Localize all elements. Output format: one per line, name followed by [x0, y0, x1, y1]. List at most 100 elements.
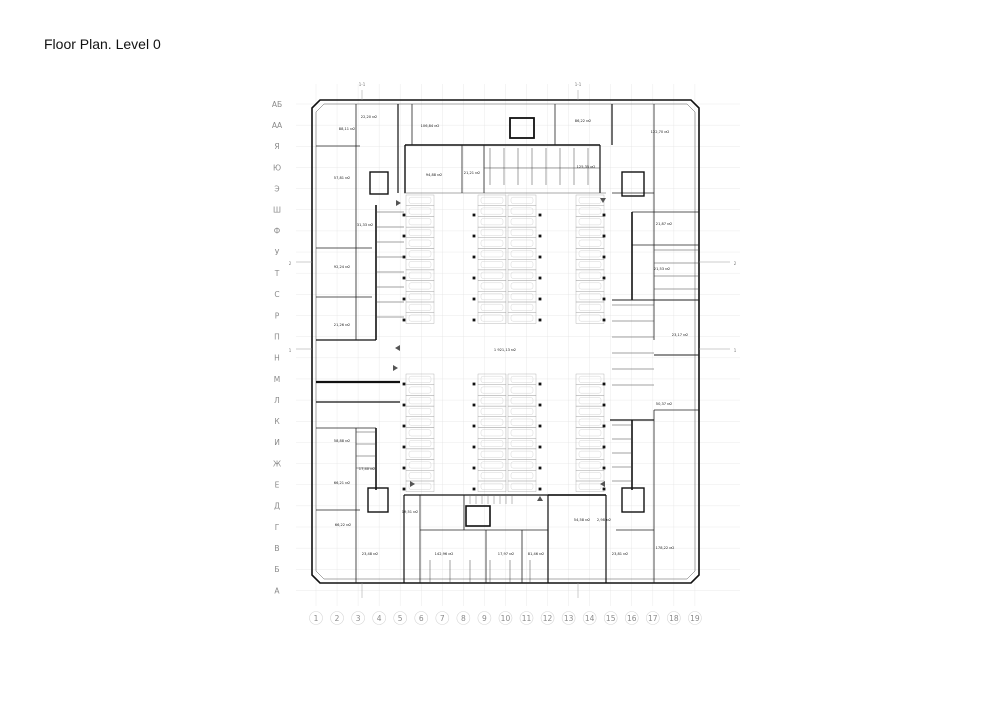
stair-core [369, 171, 389, 195]
column-axis-bubble [351, 611, 365, 625]
column-axis-bubble [414, 611, 429, 625]
ramp-arrow [600, 198, 606, 203]
row-axis-label: В [274, 544, 279, 553]
row-axis-label: АБ [272, 100, 282, 109]
room-area-label: 106,84 м2 [421, 124, 440, 128]
parking-stall [507, 416, 537, 428]
car-outline [510, 472, 534, 479]
parking-stall [507, 237, 537, 249]
car-outline [480, 397, 504, 405]
column-axis-bubble [435, 611, 450, 625]
parking-stall [575, 480, 605, 492]
parking-stall [405, 301, 435, 313]
parking-stall [477, 438, 507, 450]
parking-stall [575, 280, 605, 292]
parking-stall [575, 312, 605, 324]
structural-column [602, 255, 606, 259]
column-axis-label: 16 [627, 614, 637, 623]
structural-column [538, 445, 542, 449]
car-outline [408, 293, 432, 300]
parking-stall [405, 480, 435, 492]
structural-column [402, 445, 406, 449]
stair-core [621, 171, 645, 197]
structural-column [472, 424, 476, 428]
structural-column [472, 382, 476, 386]
column-axis-label: 17 [648, 614, 658, 623]
room-area-label: 19,51 м2 [402, 510, 418, 514]
car-outline [408, 483, 432, 490]
parking-stall [575, 194, 605, 206]
parking-stall [575, 459, 605, 471]
structural-column [538, 234, 542, 238]
row-axis-label: М [274, 375, 280, 384]
row-axis-label: Ф [274, 227, 281, 236]
car-outline [408, 207, 432, 215]
column-axis-bubble [603, 611, 618, 625]
structural-column [472, 297, 476, 301]
ramp-arrow [393, 365, 398, 371]
car-outline [578, 418, 602, 426]
car-outline [408, 239, 432, 247]
stair-core [621, 487, 645, 513]
car-outline [408, 450, 432, 458]
room-area-label: 31,33 м2 [357, 223, 373, 227]
room-area-label: 21,26 м2 [334, 323, 350, 327]
structural-column [402, 424, 406, 428]
car-outline [480, 282, 504, 290]
parking-stall [507, 248, 537, 260]
row-axis-label: АА [272, 121, 283, 130]
parking-stall [405, 395, 435, 407]
car-outline [510, 314, 534, 322]
parking-stall [405, 416, 435, 428]
parking-stall [477, 291, 507, 303]
row-axis-label: Э [274, 184, 279, 193]
car-outline [408, 250, 432, 258]
building-walls [311, 99, 700, 584]
car-outline [578, 239, 602, 247]
parking-stall [405, 280, 435, 292]
room-area-label: 178,22 м2 [656, 546, 675, 550]
row-axis-label: Б [274, 565, 279, 574]
parking-stall [575, 291, 605, 303]
parking-stall [405, 427, 435, 439]
parking-stall [507, 480, 537, 492]
row-axis-label: П [274, 332, 280, 341]
car-outline [510, 408, 534, 415]
room-area-label: 86,22 м2 [575, 119, 591, 123]
structural-column [602, 424, 606, 428]
room-area-label: 17,97 м2 [498, 552, 514, 556]
car-outline [480, 250, 504, 258]
car-outline [480, 314, 504, 322]
car-outline [408, 197, 432, 204]
parking-stall [477, 448, 507, 460]
stair-core [465, 505, 491, 527]
car-outline [408, 429, 432, 437]
car-outline [480, 229, 504, 236]
section-mark: 2 [289, 261, 292, 266]
room-area-label: 50,37 м2 [656, 402, 672, 406]
column-axis-bubble [582, 611, 597, 625]
car-outline [408, 418, 432, 426]
structural-column [538, 403, 542, 407]
structural-column [602, 318, 606, 322]
parking-stall [405, 405, 435, 417]
parking-stall [507, 427, 537, 439]
car-outline [510, 440, 534, 447]
structural-column [538, 297, 542, 301]
column-axis-label: 5 [398, 614, 403, 623]
parking-stall [507, 448, 537, 460]
column-axis-label: 15 [606, 614, 616, 623]
room-area-label: 125,35 м2 [577, 165, 596, 169]
car-outline [578, 229, 602, 236]
parking-stall [575, 237, 605, 249]
parking-stall [575, 226, 605, 238]
row-axis-label: С [274, 290, 279, 299]
structural-column [538, 487, 542, 491]
structural-column [602, 213, 606, 217]
parking-stall [405, 237, 435, 249]
parking-stall [405, 448, 435, 460]
parking-stall [507, 459, 537, 471]
car-outline [578, 314, 602, 322]
parking-stall [575, 427, 605, 439]
